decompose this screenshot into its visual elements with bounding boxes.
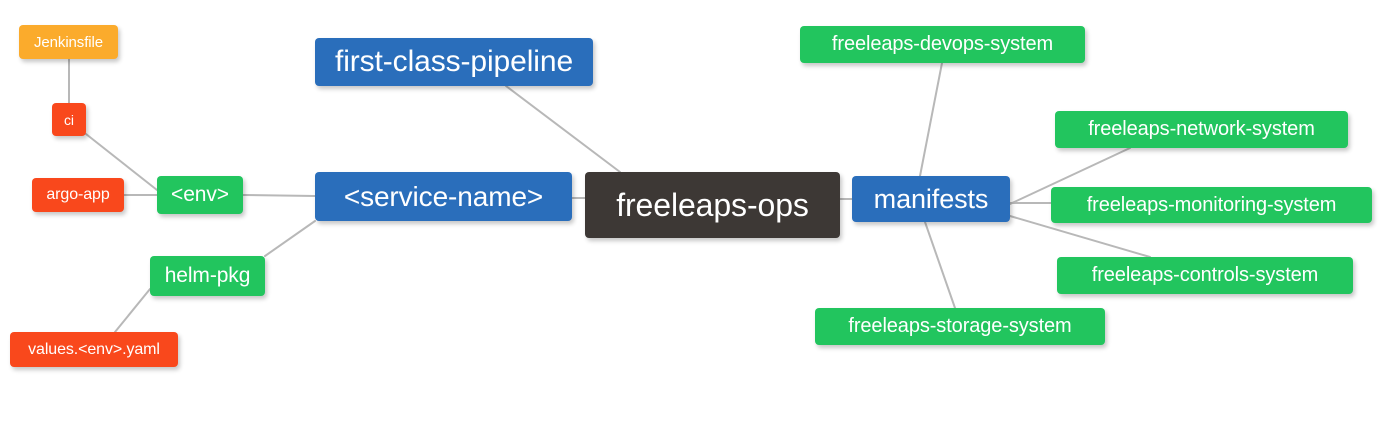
node-label: helm-pkg bbox=[164, 264, 251, 287]
node-env[interactable]: <env> bbox=[157, 176, 243, 214]
edge-first-class-pipeline-to-freeleaps-ops bbox=[505, 85, 621, 173]
node-label: freeleaps-ops bbox=[616, 186, 809, 223]
node-freeleaps-storage-system[interactable]: freeleaps-storage-system bbox=[815, 308, 1105, 345]
edge-service-name-to-helm-pkg bbox=[264, 220, 316, 257]
node-label: freeleaps-monitoring-system bbox=[1086, 193, 1337, 216]
node-label: Jenkinsfile bbox=[34, 33, 103, 51]
edge-manifests-to-freeleaps-storage-system bbox=[924, 221, 956, 309]
node-label: freeleaps-network-system bbox=[1088, 118, 1315, 140]
node-freeleaps-ops[interactable]: freeleaps-ops bbox=[585, 172, 840, 238]
node-label: <env> bbox=[171, 183, 229, 206]
node-service-name[interactable]: <service-name> bbox=[315, 172, 572, 221]
node-values-env-yaml[interactable]: values.<env>.yaml bbox=[10, 332, 178, 367]
node-freeleaps-controls-system[interactable]: freeleaps-controls-system bbox=[1057, 257, 1353, 294]
node-freeleaps-network-system[interactable]: freeleaps-network-system bbox=[1055, 111, 1348, 148]
node-label: freeleaps-devops-system bbox=[831, 33, 1054, 55]
node-label: values.<env>.yaml bbox=[28, 340, 160, 358]
edge-env-to-service-name bbox=[242, 194, 316, 197]
node-label: manifests bbox=[873, 183, 989, 214]
node-label: freeleaps-controls-system bbox=[1091, 264, 1319, 286]
node-argo-app[interactable]: argo-app bbox=[32, 178, 124, 212]
node-manifests[interactable]: manifests bbox=[852, 176, 1010, 222]
node-label: argo-app bbox=[46, 186, 110, 203]
node-freeleaps-monitoring-system[interactable]: freeleaps-monitoring-system bbox=[1051, 187, 1372, 223]
node-helm-pkg[interactable]: helm-pkg bbox=[150, 256, 265, 296]
node-label: first-class-pipeline bbox=[334, 45, 574, 78]
node-label: freeleaps-storage-system bbox=[848, 315, 1072, 337]
edge-helm-pkg-to-values-env-yaml bbox=[114, 288, 151, 333]
node-label: ci bbox=[64, 111, 74, 128]
node-ci[interactable]: ci bbox=[52, 103, 86, 136]
edge-manifests-to-freeleaps-devops-system bbox=[919, 62, 943, 177]
node-freeleaps-devops-system[interactable]: freeleaps-devops-system bbox=[800, 26, 1085, 63]
node-first-class-pipeline[interactable]: first-class-pipeline bbox=[315, 38, 593, 86]
node-jenkinsfile[interactable]: Jenkinsfile bbox=[19, 25, 118, 59]
node-label: <service-name> bbox=[343, 180, 544, 212]
